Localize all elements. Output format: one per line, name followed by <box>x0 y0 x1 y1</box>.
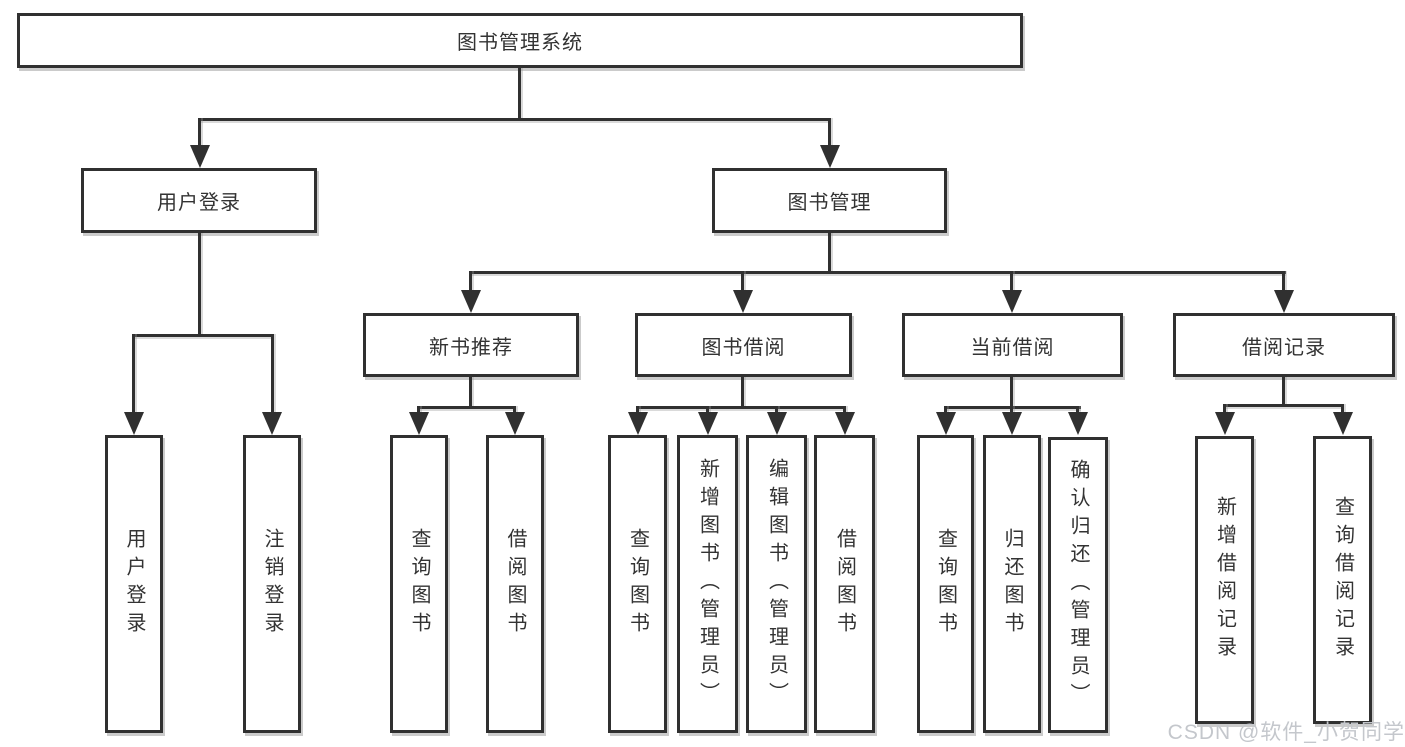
connector-line <box>741 271 744 293</box>
node-library-management-system: 图书管理系统 <box>17 13 1023 68</box>
connector-line <box>1341 404 1344 414</box>
connector-line <box>636 406 846 409</box>
leaf-label: 新增图书（管理员） <box>696 458 719 710</box>
node-label: 当前借阅 <box>970 336 1055 359</box>
connector-line <box>706 406 709 414</box>
node-book-management: 图书管理 <box>712 168 947 233</box>
leaf-query-books-recommend: 查询图书 <box>390 435 448 733</box>
arrowhead-down <box>1068 412 1088 435</box>
arrowhead-down <box>1002 290 1022 313</box>
arrowhead-down <box>505 412 525 435</box>
node-label: 图书借阅 <box>701 336 786 359</box>
connector-line <box>132 334 274 337</box>
connector-line <box>198 118 831 121</box>
leaf-add-book-admin: 新增图书（管理员） <box>677 435 738 733</box>
arrowhead-down <box>628 412 648 435</box>
arrowhead-down <box>461 290 481 313</box>
node-label: 图书管理系统 <box>457 32 583 54</box>
connector-line <box>1010 377 1013 408</box>
connector-line <box>1010 406 1013 414</box>
connector-line <box>1010 271 1013 293</box>
node-new-book-recommendation: 新书推荐 <box>363 313 579 377</box>
connector-line <box>417 406 420 414</box>
node-label: 图书管理 <box>787 192 872 214</box>
leaf-query-books-borrowing: 查询图书 <box>608 435 667 733</box>
node-current-borrowing: 当前借阅 <box>902 313 1123 377</box>
connector-line <box>198 118 201 150</box>
connector-line <box>636 406 639 414</box>
connector-line <box>513 406 516 414</box>
leaf-logout: 注销登录 <box>243 435 301 733</box>
leaf-label: 借阅图书 <box>833 528 856 640</box>
connector-line <box>828 233 831 273</box>
leaf-confirm-return-admin: 确认归还（管理员） <box>1048 437 1108 733</box>
node-label: 用户登录 <box>157 192 241 214</box>
node-label: 新书推荐 <box>429 336 513 359</box>
connector-line <box>469 271 1286 274</box>
arrowhead-down <box>1002 412 1022 435</box>
arrowhead-down <box>1333 412 1353 435</box>
connector-line <box>1282 377 1285 406</box>
arrowhead-down <box>835 412 855 435</box>
connector-line <box>198 233 201 336</box>
connector-line <box>417 406 516 409</box>
leaf-user-login: 用户登录 <box>105 435 163 733</box>
leaf-label: 注销登录 <box>261 528 283 640</box>
connector-line <box>741 377 744 408</box>
node-borrowing-records: 借阅记录 <box>1173 313 1395 377</box>
arrowhead-down <box>936 412 956 435</box>
arrowhead-down <box>767 412 787 435</box>
node-label: 借阅记录 <box>1242 336 1326 359</box>
arrowhead-down <box>698 412 718 435</box>
connector-line <box>775 406 778 414</box>
connector-line <box>828 118 831 150</box>
connector-line <box>469 377 472 408</box>
leaf-label: 查询图书 <box>408 528 430 640</box>
leaf-return-book: 归还图书 <box>983 435 1041 733</box>
leaf-label: 新增借阅记录 <box>1213 496 1236 664</box>
connector-line <box>271 334 274 412</box>
arrowhead-down <box>1274 290 1294 313</box>
leaf-label: 编辑图书（管理员） <box>765 458 788 710</box>
arrowhead-down <box>190 145 210 168</box>
connector-line <box>1223 404 1344 407</box>
connector-line <box>1223 404 1226 414</box>
arrowhead-down <box>409 412 429 435</box>
leaf-label: 归还图书 <box>1001 528 1023 640</box>
arrowhead-down <box>262 412 282 435</box>
connector-line <box>843 406 846 414</box>
connector-line <box>944 406 947 414</box>
leaf-query-borrow-record: 查询借阅记录 <box>1313 436 1372 724</box>
arrowhead-down <box>820 145 840 168</box>
arrowhead-down <box>733 290 753 313</box>
leaf-label: 用户登录 <box>123 528 145 640</box>
leaf-query-books-current: 查询图书 <box>917 435 974 733</box>
leaf-edit-book-admin: 编辑图书（管理员） <box>746 435 807 733</box>
leaf-add-borrow-record: 新增借阅记录 <box>1195 436 1254 724</box>
connector-line <box>1076 406 1079 414</box>
connector-line <box>132 334 135 412</box>
node-user-login: 用户登录 <box>81 168 317 233</box>
connector-line <box>1282 271 1285 293</box>
leaf-label: 查询借阅记录 <box>1331 496 1354 664</box>
leaf-borrow-books-borrowing: 借阅图书 <box>814 435 875 733</box>
arrowhead-down <box>124 412 144 435</box>
arrowhead-down <box>1215 412 1235 435</box>
leaf-label: 借阅图书 <box>504 528 526 640</box>
leaf-label: 查询图书 <box>934 528 957 640</box>
connector-line <box>518 68 521 120</box>
connector-line <box>469 271 472 293</box>
node-book-borrowing: 图书借阅 <box>635 313 852 377</box>
leaf-label: 确认归还（管理员） <box>1067 459 1089 711</box>
csdn-watermark: CSDN @软件_小贺同学 <box>1167 721 1405 744</box>
leaf-borrow-books-recommend: 借阅图书 <box>486 435 544 733</box>
leaf-label: 查询图书 <box>626 528 649 640</box>
